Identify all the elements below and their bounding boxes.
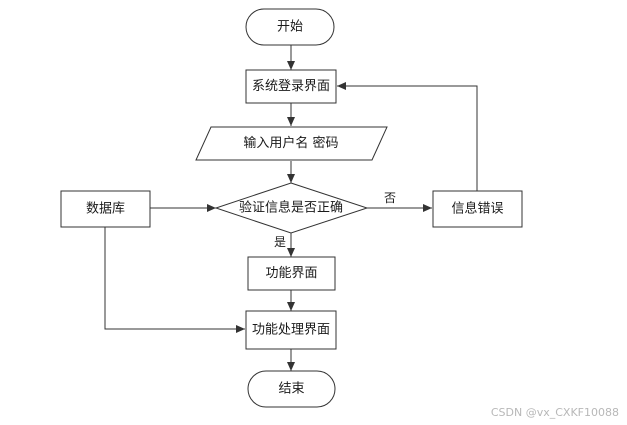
start-label: 开始 xyxy=(277,20,303,35)
function-screen-box xyxy=(247,256,336,291)
input-parallelogram xyxy=(195,126,388,161)
edge-label-yes: 是 xyxy=(274,235,286,249)
edge-error-login xyxy=(337,82,478,191)
start-terminator xyxy=(245,8,335,46)
error-label: 信息错误 xyxy=(451,201,503,217)
edge-db-process xyxy=(104,227,245,333)
verify-label: 验证信息是否正确 xyxy=(239,200,343,216)
end-terminator xyxy=(247,370,336,408)
verify-decision-diamond xyxy=(214,182,369,234)
process-screen-box xyxy=(245,310,337,350)
database-box xyxy=(60,190,151,228)
end-label: 结束 xyxy=(278,382,304,397)
process-screen-label: 功能处理界面 xyxy=(252,323,330,338)
watermark: CSDN @vx_CXKF10088 xyxy=(490,406,619,419)
login-screen-label: 系统登录界面 xyxy=(252,79,330,94)
input-label: 输入用户名 密码 xyxy=(243,135,338,151)
login-screen-box xyxy=(245,69,337,104)
edge-label-no: 否 xyxy=(384,191,396,205)
error-box xyxy=(432,190,523,228)
database-label: 数据库 xyxy=(86,201,125,217)
function-screen-label: 功能界面 xyxy=(265,266,317,281)
